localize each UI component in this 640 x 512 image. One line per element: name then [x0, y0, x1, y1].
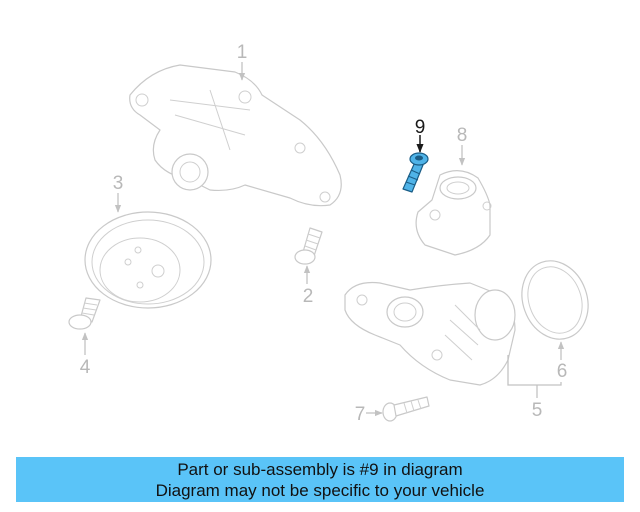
callout-8: 8 [457, 125, 468, 146]
info-banner: Part or sub-assembly is #9 in diagram Di… [16, 457, 624, 502]
callout-2: 2 [303, 286, 314, 307]
gasket-ring [521, 260, 589, 340]
pulley [84, 211, 212, 309]
bolt-4 [68, 297, 101, 330]
callout-6: 6 [557, 361, 568, 382]
water-pump-housing [129, 64, 342, 207]
callout-7: 7 [355, 404, 366, 425]
banner-line-1: Part or sub-assembly is #9 in diagram [177, 460, 463, 479]
callout-5: 5 [532, 400, 543, 421]
parts-diagram: 1 2 3 4 5 6 7 8 9 [68, 42, 589, 425]
callout-1: 1 [237, 42, 248, 63]
bolt-9-highlighted [402, 152, 429, 193]
callout-3: 3 [113, 173, 124, 194]
callout-4: 4 [80, 357, 91, 378]
bolt-7 [382, 396, 430, 422]
leader-lines [81, 62, 565, 417]
callout-9: 9 [415, 117, 426, 138]
bolt-2 [294, 227, 323, 265]
thermostat-assembly [344, 281, 516, 386]
banner-line-2: Diagram may not be specific to your vehi… [155, 481, 485, 500]
thermostat-housing-outlet [415, 170, 492, 256]
